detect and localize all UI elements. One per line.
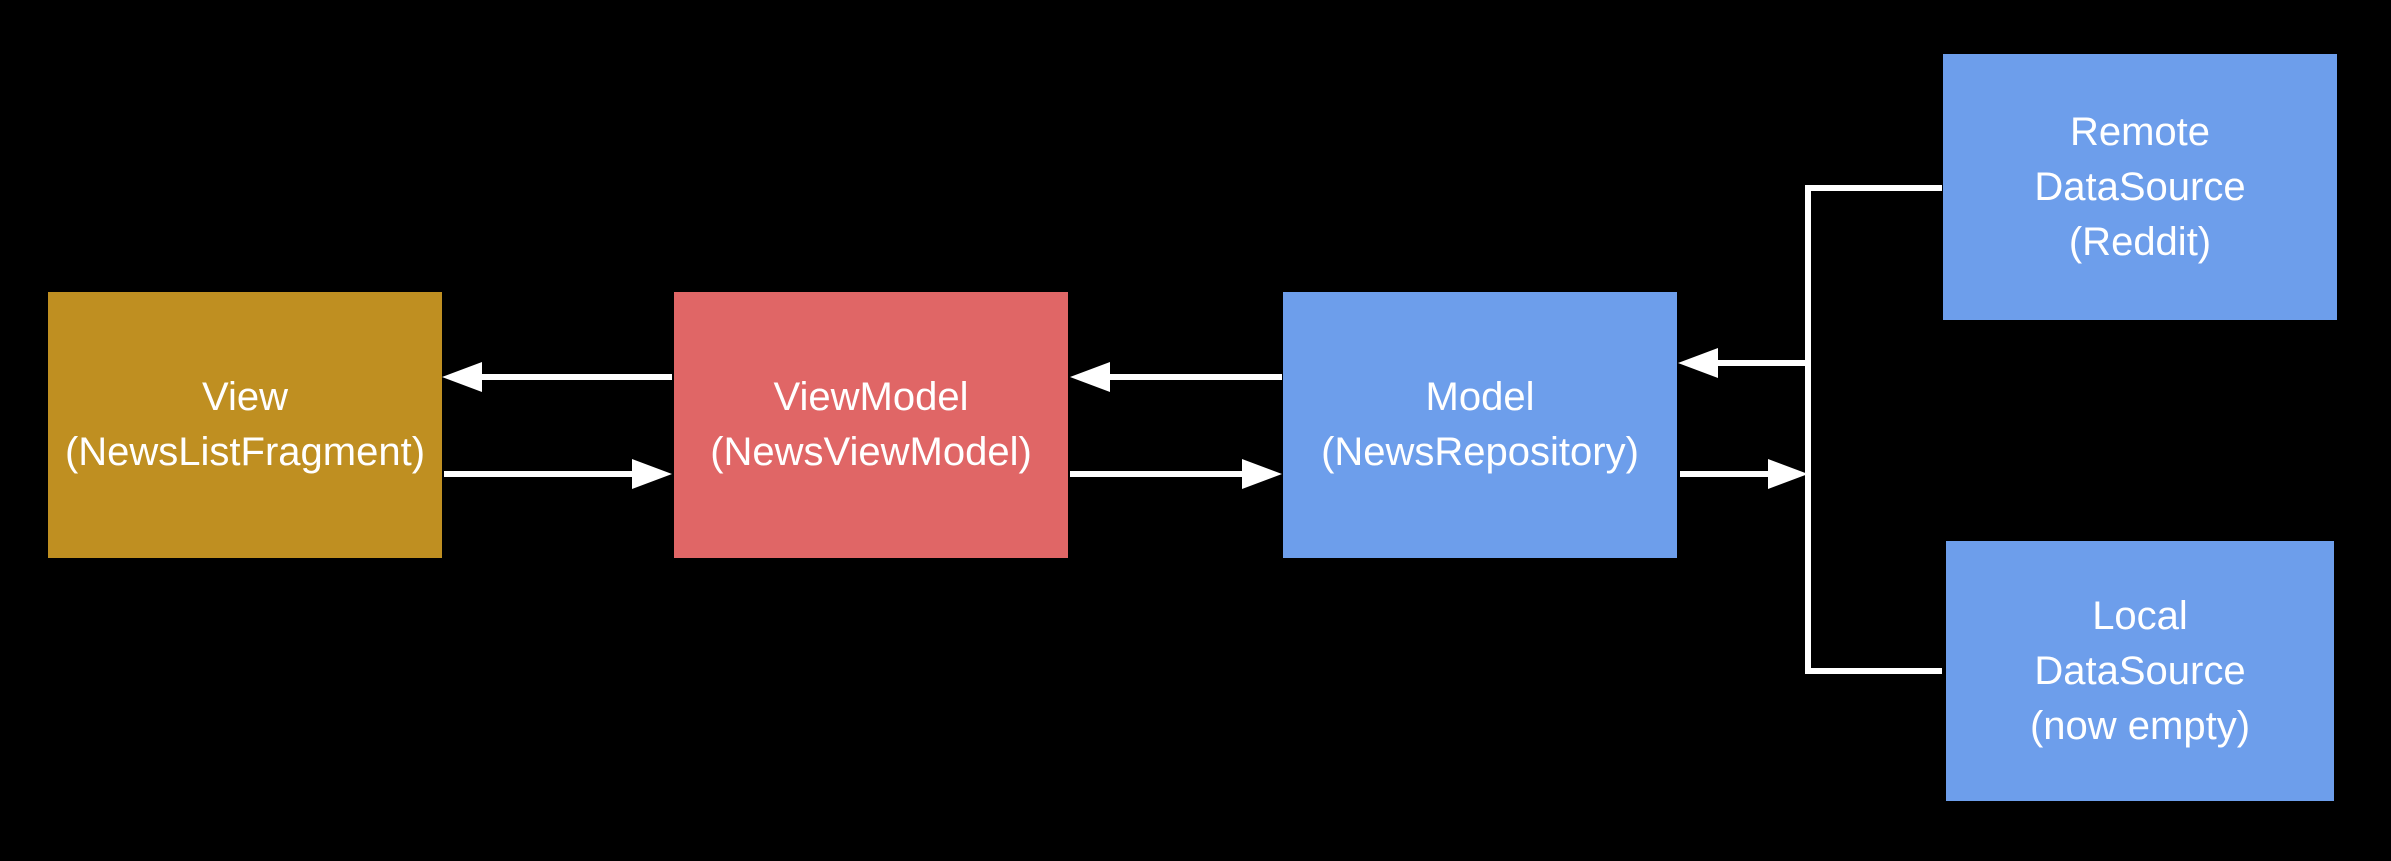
arrow-view-to-viewmodel — [444, 459, 672, 489]
arrow-model-to-datasources — [1680, 459, 1808, 489]
remote-datasource-subtitle: (Reddit) — [2068, 219, 2212, 264]
remote-datasource-title-1: Remote — [2069, 109, 2211, 154]
local-datasource-title-1: Local — [2092, 593, 2188, 638]
arrow-model-to-viewmodel — [1070, 362, 1282, 392]
local-datasource-node: Local DataSource (now empty) — [1946, 541, 2334, 801]
view-node: View (NewsListFragment) — [48, 292, 442, 558]
remote-datasource-node: Remote DataSource (Reddit) — [1943, 54, 2337, 320]
local-datasource-subtitle: (now empty) — [2029, 703, 2251, 748]
view-title: View — [202, 375, 288, 419]
local-datasource-title-2: DataSource — [2034, 648, 2246, 693]
remote-datasource-title-2: DataSource — [2034, 164, 2246, 209]
model-subtitle: (NewsRepository) — [1321, 430, 1639, 474]
arrow-viewmodel-to-view — [442, 362, 672, 392]
viewmodel-title: ViewModel — [773, 375, 969, 419]
arrow-datasources-to-model — [1678, 348, 1808, 378]
arrow-viewmodel-to-model — [1070, 459, 1282, 489]
viewmodel-subtitle: (NewsViewModel) — [710, 430, 1032, 474]
model-title: Model — [1425, 375, 1535, 419]
datasource-bus — [1805, 185, 1942, 674]
viewmodel-node: ViewModel (NewsViewModel) — [674, 292, 1068, 558]
model-node: Model (NewsRepository) — [1283, 292, 1677, 558]
view-subtitle: (NewsListFragment) — [64, 430, 426, 474]
